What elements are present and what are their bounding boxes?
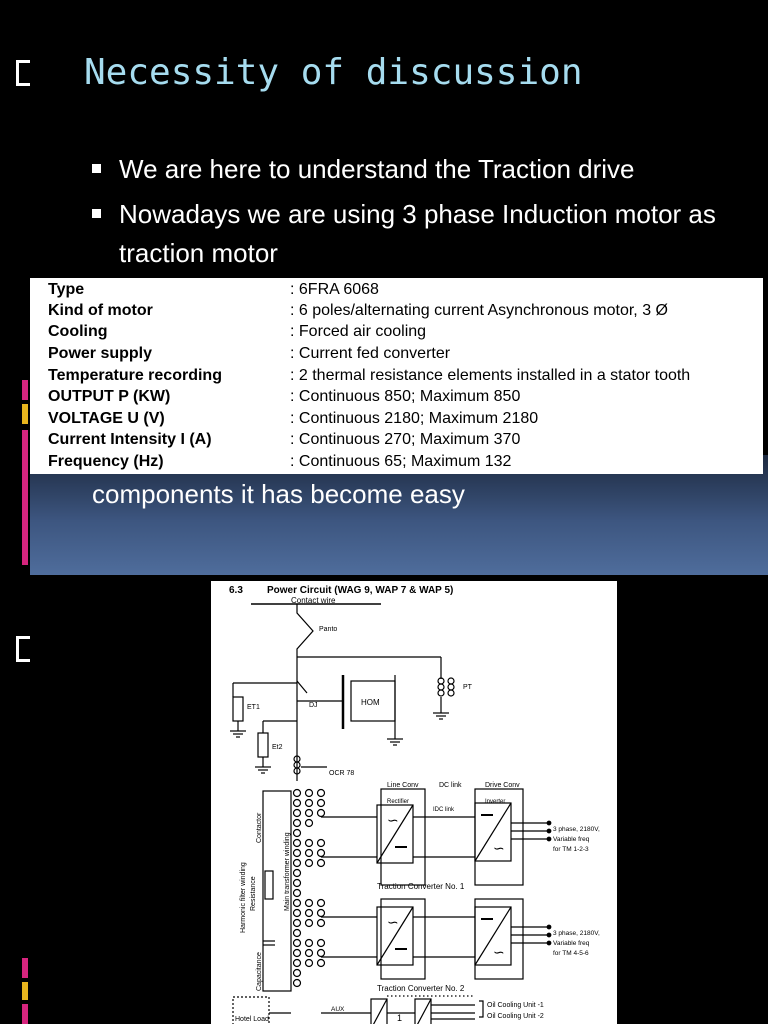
aux-unit-one: 1 (397, 1013, 402, 1023)
left-bracket-marker (16, 636, 30, 662)
yellow-marker (22, 982, 28, 1000)
left-bracket-marker (16, 60, 30, 86)
line-conv-label: Line Conv (387, 782, 419, 789)
harmonic-filter-label: Harmonic filter winding (240, 862, 247, 933)
bullet-square-icon (92, 209, 101, 218)
hom-label: HOM (361, 698, 380, 707)
dc-link-label: DC link (439, 782, 462, 789)
output1-line1: 3 phase, 2180V, (553, 826, 600, 833)
bullet-item: We are here to understand the Traction d… (92, 150, 732, 189)
contact-wire-label: Contact wire (291, 596, 336, 605)
diagram-heading: Power Circuit (WAG 9, WAP 7 & WAP 5) (267, 585, 453, 596)
main-transformer-label: Main transformer winding (284, 832, 291, 911)
oil-cooling-1-label: Oil Cooling Unit -1 (487, 1002, 544, 1009)
et1-label: ET1 (247, 704, 260, 711)
output1-line3: for TM 1-2-3 (553, 846, 589, 853)
bullet-square-icon (92, 164, 101, 173)
pink-marker (22, 1004, 28, 1024)
output2-line3: for TM 4-5-6 (553, 950, 589, 957)
pink-marker (22, 958, 28, 978)
svg-text:∽: ∽ (387, 812, 399, 828)
idc-link-label: IDC link (433, 807, 455, 813)
rectifier-label: Rectifier (387, 799, 409, 805)
aux-label: AUX (331, 1006, 345, 1013)
motor-spec-table: Type: 6FRA 6068 Kind of motor: 6 poles/a… (30, 278, 763, 474)
svg-text:∽: ∽ (493, 840, 505, 856)
capacitance-label: Capacitance (256, 952, 263, 991)
hotel-load-label: Hotel Load (235, 1016, 269, 1023)
output2-line1: 3 phase, 2180V, (553, 930, 600, 937)
oil-cooling-2-label: Oil Cooling Unit -2 (487, 1013, 544, 1020)
converter2-label: Traction Converter No. 2 (377, 984, 465, 993)
pt-label: PT (463, 684, 473, 691)
output1-line2: Variable freq (553, 836, 590, 843)
inverter-label: Inverter (485, 799, 505, 805)
pink-marker (22, 380, 28, 400)
svg-text:∽: ∽ (387, 914, 399, 930)
slide-title: Necessity of discussion (84, 52, 583, 93)
output2-line2: Variable freq (553, 940, 590, 947)
footer-text: components it has become easy (92, 479, 465, 509)
resistance-label: Resistance (250, 876, 257, 911)
contactor-label: Contactor (256, 812, 263, 843)
bullet-item: Nowadays we are using 3 phase Induction … (92, 195, 732, 273)
diagram-section-number: 6.3 (229, 585, 243, 596)
bullet-list: We are here to understand the Traction d… (92, 150, 732, 279)
yellow-marker (22, 404, 28, 424)
svg-text:∽: ∽ (493, 944, 505, 960)
ocr-label: OCR 78 (329, 770, 354, 777)
et2-label: Et2 (272, 744, 283, 751)
converter1-label: Traction Converter No. 1 (377, 882, 465, 891)
pink-marker (22, 430, 28, 565)
drive-conv-label: Drive Conv (485, 782, 520, 789)
gradient-band (30, 455, 768, 575)
primary-winding (292, 788, 302, 988)
panto-label: Panto (319, 626, 337, 633)
power-circuit-diagram: 6.3 Power Circuit (WAG 9, WAP 7 & WAP 5)… (211, 581, 617, 1024)
dj-label: DJ (309, 702, 318, 709)
